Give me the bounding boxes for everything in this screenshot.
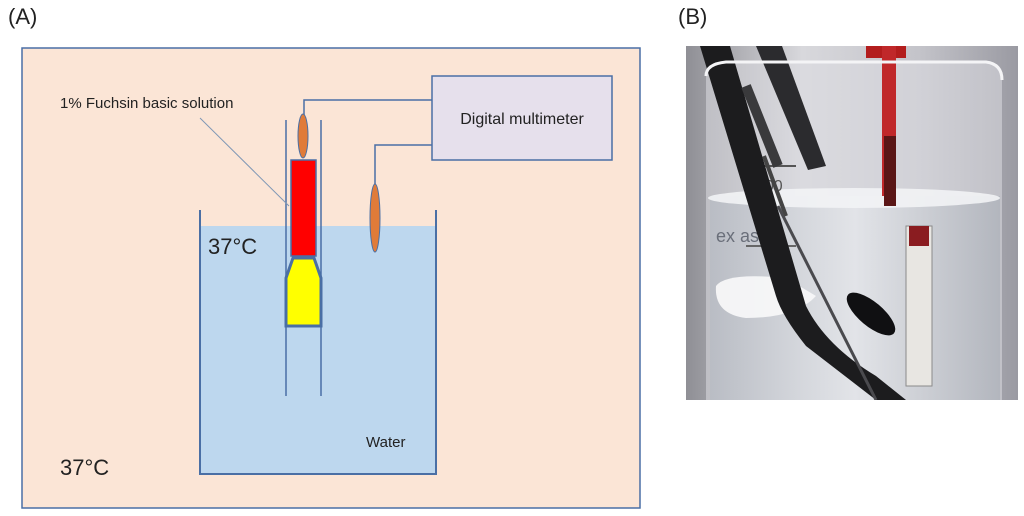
beaker-photo: 500 ex ass bbox=[686, 46, 1018, 400]
multimeter-label: Digital multimeter bbox=[460, 111, 584, 128]
photo-beaker-text: ex ass bbox=[716, 226, 768, 246]
panel-label-b: (B) bbox=[678, 4, 708, 29]
panel-label-a: (A) bbox=[8, 4, 38, 29]
fuchsin-solution bbox=[290, 159, 317, 257]
water-label: Water bbox=[366, 434, 405, 451]
electrode-1 bbox=[297, 113, 309, 159]
digital-multimeter-box bbox=[431, 75, 613, 161]
chamber-temperature: 37°C bbox=[60, 455, 109, 480]
wire-electrode-2 bbox=[374, 144, 432, 184]
solution-pointer-line bbox=[199, 117, 290, 207]
bath-temperature: 37°C bbox=[208, 234, 257, 259]
bath-walls bbox=[199, 210, 437, 475]
wire-electrode-1 bbox=[303, 99, 432, 116]
solution-label: 1% Fuchsin basic solution bbox=[60, 95, 233, 112]
electrode-2 bbox=[369, 183, 381, 253]
yellow-specimen bbox=[284, 256, 323, 328]
experimental-setup-diagram: 1% Fuchsin basic solution Digital multim… bbox=[21, 47, 641, 509]
